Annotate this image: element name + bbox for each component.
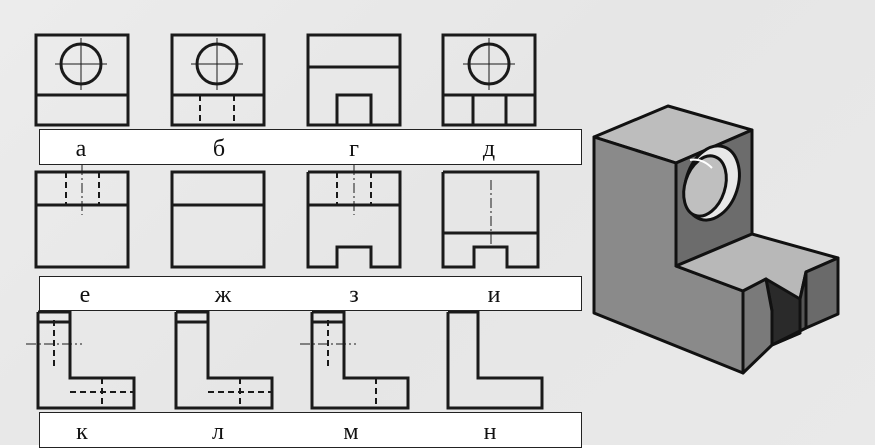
- label-bar-row2: [39, 276, 582, 311]
- label-g: г: [349, 136, 359, 162]
- view-m: [300, 310, 410, 410]
- view-i: [441, 170, 540, 269]
- label-e: е: [79, 282, 91, 308]
- label-d: д: [482, 136, 496, 162]
- label-m: м: [343, 419, 359, 445]
- view-a: [34, 33, 130, 127]
- label-i: и: [487, 282, 501, 308]
- view-z: [306, 165, 402, 269]
- label-zh: ж: [214, 282, 232, 308]
- view-d: [441, 33, 537, 127]
- view-b: [170, 33, 266, 127]
- view-l: [174, 310, 274, 410]
- view-k: [26, 310, 136, 410]
- view-g: [306, 33, 402, 127]
- label-a: а: [75, 136, 87, 162]
- label-bar-row3: [39, 412, 582, 448]
- label-z: з: [349, 282, 359, 308]
- view-zh: [170, 170, 266, 269]
- view-n: [446, 310, 544, 410]
- label-k: к: [76, 419, 88, 445]
- view-e: [34, 165, 130, 269]
- label-n: н: [483, 419, 497, 445]
- isometric-part: [592, 104, 840, 375]
- label-b: б: [212, 136, 226, 162]
- label-bar-row1: [39, 129, 582, 165]
- label-l: л: [212, 419, 224, 445]
